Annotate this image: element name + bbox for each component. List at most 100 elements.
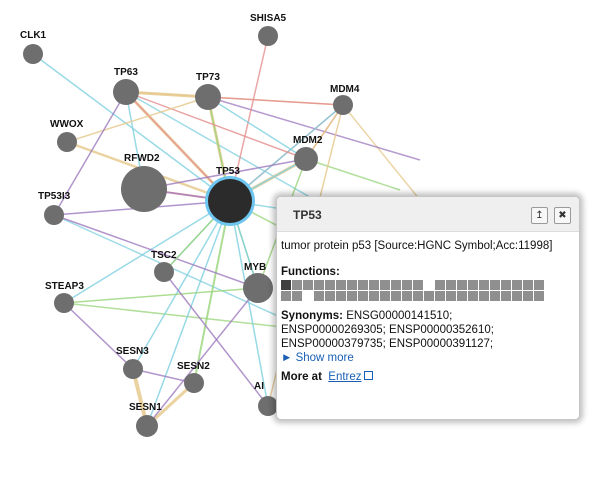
- gene-node-rfwd2[interactable]: RFWD2: [121, 153, 167, 212]
- gene-node-mdm2[interactable]: MDM2: [293, 135, 323, 171]
- gene-node-myb[interactable]: MYB: [243, 262, 273, 303]
- gene-node-circle[interactable]: [258, 396, 278, 416]
- function-cell[interactable]: [402, 291, 412, 301]
- function-cell[interactable]: [424, 291, 434, 301]
- function-cell[interactable]: [380, 280, 390, 290]
- gene-node-circle[interactable]: [258, 26, 278, 46]
- gene-node-tp73[interactable]: TP73: [195, 72, 221, 110]
- function-cell[interactable]: [446, 280, 456, 290]
- function-cell[interactable]: [435, 291, 445, 301]
- function-cell[interactable]: [336, 291, 346, 301]
- gene-node-circle[interactable]: [208, 179, 252, 223]
- function-cell[interactable]: [391, 291, 401, 301]
- gene-node-circle[interactable]: [154, 262, 174, 282]
- gene-node-circle[interactable]: [243, 273, 273, 303]
- function-cell[interactable]: [468, 291, 478, 301]
- pin-icon[interactable]: ↥: [531, 207, 548, 224]
- gene-node-tsc2[interactable]: TSC2: [151, 250, 177, 282]
- function-cell[interactable]: [479, 291, 489, 301]
- function-cell[interactable]: [369, 280, 379, 290]
- gene-node-tp53[interactable]: TP53: [205, 166, 255, 226]
- gene-node-ai[interactable]: AI: [254, 381, 278, 416]
- function-cell[interactable]: [457, 280, 467, 290]
- gene-node-sesn1[interactable]: SESN1: [129, 402, 162, 437]
- function-cell[interactable]: [358, 280, 368, 290]
- function-cell[interactable]: [336, 280, 346, 290]
- function-cell[interactable]: [457, 291, 467, 301]
- gene-node-circle[interactable]: [44, 205, 64, 225]
- gene-node-circle[interactable]: [294, 147, 318, 171]
- gene-node-wwox[interactable]: WWOX: [50, 119, 84, 152]
- function-cell[interactable]: [303, 280, 313, 290]
- function-cell[interactable]: [292, 280, 302, 290]
- gene-node-sesn3[interactable]: SESN3: [116, 346, 149, 379]
- gene-node-mdm4[interactable]: MDM4: [330, 84, 360, 115]
- popup-body: tumor protein p53 [Source:HGNC Symbol;Ac…: [277, 232, 579, 383]
- gene-node-tp63[interactable]: TP63: [113, 67, 139, 105]
- function-cell[interactable]: [435, 280, 445, 290]
- function-cell[interactable]: [303, 291, 313, 301]
- gene-node-label: TP53I3: [38, 191, 71, 202]
- function-cell[interactable]: [314, 291, 324, 301]
- function-cell[interactable]: [402, 280, 412, 290]
- function-cell[interactable]: [490, 291, 500, 301]
- gene-node-label: SHISA5: [250, 13, 287, 24]
- gene-node-label: MDM2: [293, 135, 323, 146]
- gene-node-circle[interactable]: [54, 293, 74, 313]
- function-cell[interactable]: [347, 280, 357, 290]
- function-cell[interactable]: [479, 280, 489, 290]
- function-cell[interactable]: [391, 280, 401, 290]
- function-cell[interactable]: [512, 291, 522, 301]
- gene-node-sesn2[interactable]: SESN2: [177, 361, 210, 393]
- function-cell[interactable]: [413, 291, 423, 301]
- network-edge: [207, 96, 344, 106]
- function-cell[interactable]: [512, 280, 522, 290]
- network-edge: [207, 96, 307, 160]
- function-cell[interactable]: [281, 291, 291, 301]
- gene-node-circle[interactable]: [57, 132, 77, 152]
- function-cell[interactable]: [325, 280, 335, 290]
- synonyms-label: Synonyms:: [281, 310, 343, 322]
- gene-node-shisa5[interactable]: SHISA5: [250, 13, 287, 46]
- function-cell[interactable]: [424, 280, 434, 290]
- gene-node-circle[interactable]: [184, 373, 204, 393]
- function-cell[interactable]: [446, 291, 456, 301]
- function-cell[interactable]: [325, 291, 335, 301]
- show-more-link[interactable]: ► Show more: [281, 352, 354, 364]
- function-cell[interactable]: [413, 280, 423, 290]
- function-cell[interactable]: [380, 291, 390, 301]
- gene-node-clk1[interactable]: CLK1: [20, 30, 47, 64]
- gene-node-tp53i3[interactable]: TP53I3: [38, 191, 71, 225]
- close-icon[interactable]: ✖: [554, 207, 571, 224]
- gene-node-circle[interactable]: [136, 415, 158, 437]
- gene-node-circle[interactable]: [195, 84, 221, 110]
- gene-node-label: TSC2: [151, 250, 177, 261]
- function-cell[interactable]: [534, 291, 544, 301]
- function-cell[interactable]: [347, 291, 357, 301]
- network-edge: [207, 96, 421, 161]
- network-edge: [305, 158, 401, 191]
- function-cell[interactable]: [314, 280, 324, 290]
- gene-node-circle[interactable]: [23, 44, 43, 64]
- function-cell[interactable]: [501, 291, 511, 301]
- entrez-link[interactable]: Entrez: [328, 371, 362, 383]
- function-cell[interactable]: [501, 280, 511, 290]
- function-cell[interactable]: [358, 291, 368, 301]
- gene-node-circle[interactable]: [123, 359, 143, 379]
- function-cell[interactable]: [523, 280, 533, 290]
- gene-node-circle[interactable]: [113, 79, 139, 105]
- function-cell[interactable]: [281, 280, 291, 290]
- gene-node-steap3[interactable]: STEAP3: [45, 281, 84, 313]
- network-edge: [63, 287, 259, 304]
- network-edge: [163, 271, 269, 407]
- function-cell[interactable]: [523, 291, 533, 301]
- function-cell[interactable]: [292, 291, 302, 301]
- function-cell[interactable]: [468, 280, 478, 290]
- function-cell[interactable]: [490, 280, 500, 290]
- function-cell[interactable]: [369, 291, 379, 301]
- function-cell[interactable]: [534, 280, 544, 290]
- gene-node-circle[interactable]: [121, 166, 167, 212]
- gene-node-circle[interactable]: [333, 95, 353, 115]
